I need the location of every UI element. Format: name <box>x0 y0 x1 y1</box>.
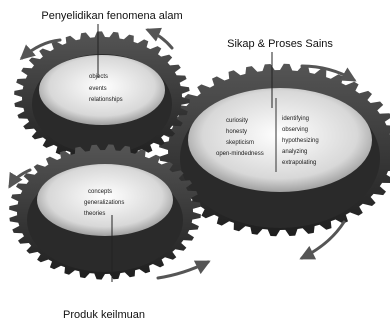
label-identifying: identifying <box>282 116 309 122</box>
label-observing: observing <box>282 127 308 133</box>
gear-right <box>159 64 390 237</box>
label-relationships: relationships <box>89 97 123 103</box>
arrow-bottom-left-cw <box>158 262 208 278</box>
label-objects: objects <box>89 74 108 80</box>
label-theories: theories <box>84 211 105 217</box>
label-generalizations: generalizations <box>84 200 124 206</box>
label-extrapolating: extrapolating <box>282 160 316 166</box>
gear-right-face <box>188 88 372 192</box>
label-honesty: honesty <box>226 129 247 135</box>
label-skepticism: skepticism <box>226 140 254 146</box>
label-events: events <box>89 86 107 92</box>
caption-right: Sikap & Proses Sains <box>227 38 333 50</box>
label-concepts: concepts <box>88 189 112 195</box>
caption-top: Penyelidikan fenomena alam <box>41 10 182 22</box>
arrow-top-center-cw <box>148 30 172 48</box>
label-analyzing: analyzing <box>282 149 307 155</box>
label-curiosity: curiosity <box>226 118 248 124</box>
label-open-mindedness: open-mindedness <box>216 151 264 157</box>
label-hypothesizing: hypothesizing <box>282 138 319 144</box>
caption-bottom: Produk keilmuan <box>63 309 145 321</box>
